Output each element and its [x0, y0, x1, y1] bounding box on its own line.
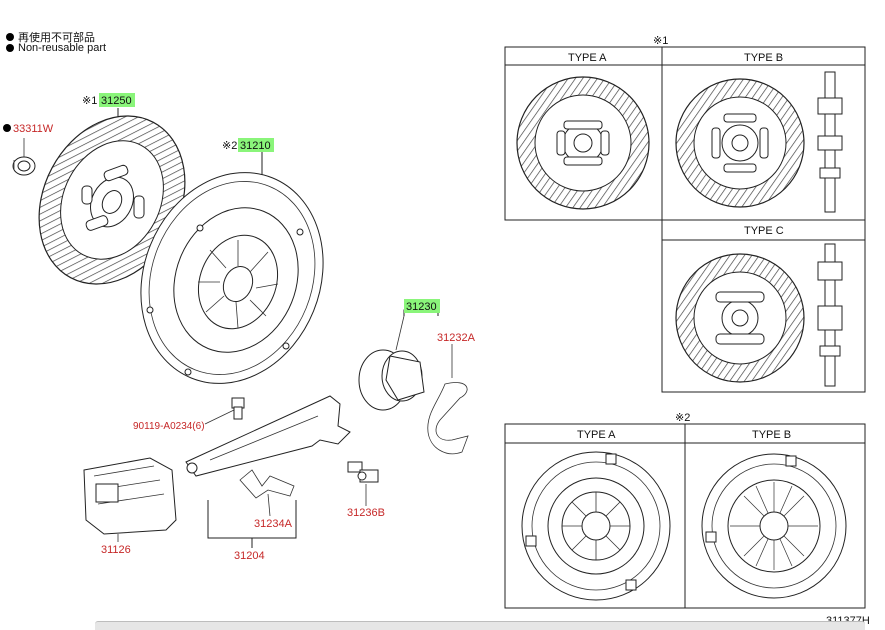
disc-type-c-illustration — [675, 243, 843, 387]
disc-type-c-label: TYPE C — [744, 225, 784, 237]
part-31210: 31210 — [240, 140, 271, 152]
cover-type-b-label: TYPE B — [752, 429, 791, 441]
part-33311w: 33311W — [13, 123, 54, 135]
part-31236b: 31236B — [347, 507, 385, 519]
pivot-31236b — [347, 461, 379, 506]
non-reusable-dot-icon — [6, 44, 14, 52]
part-31232a: 31232A — [437, 332, 476, 344]
disc-table-note: ※1 — [653, 35, 668, 47]
legend-en-text: Non-reusable part — [18, 42, 107, 54]
cover-table-note: ※2 — [675, 412, 690, 424]
cover-type-table — [504, 423, 866, 609]
release-fork-31204 — [185, 395, 351, 548]
part-31204: 31204 — [234, 550, 265, 562]
note2-mark: ※2 — [222, 140, 237, 152]
note1-mark: ※1 — [82, 95, 97, 107]
release-bearing-31230 — [358, 300, 439, 411]
part-31126: 31126 — [101, 544, 131, 556]
pilot-bearing-33311w — [3, 124, 36, 176]
highlight-31210 — [238, 138, 274, 152]
clutch-disc-31250 — [38, 108, 186, 285]
release-boot-31126 — [83, 457, 177, 542]
part-31250: 31250 — [101, 95, 132, 107]
hub-clip-31232a — [427, 344, 469, 455]
legend-jp: 再使用不可部品 — [6, 29, 95, 45]
part-31234a: 31234A — [254, 518, 293, 530]
clutch-cover-31210 — [140, 152, 324, 384]
non-reusable-dot-icon — [6, 33, 14, 41]
disc-type-b-illustration — [675, 71, 843, 213]
highlight-31230 — [404, 299, 440, 313]
fork-spring-31234a — [239, 469, 295, 517]
legend-en: Non-reusable part — [6, 42, 106, 54]
disc-type-b-label: TYPE B — [744, 52, 783, 64]
part-31230: 31230 — [406, 301, 437, 313]
disc-type-table — [504, 46, 866, 393]
disc-type-a-illustration — [516, 76, 650, 210]
bolt-90119 — [204, 397, 245, 425]
part-90119: 90119-A0234(6) — [133, 421, 205, 432]
legend-jp-text: 再使用不可部品 — [18, 32, 95, 44]
highlight-31250 — [99, 93, 135, 107]
cover-type-a-label: TYPE A — [577, 429, 616, 441]
cover-type-a-illustration — [521, 451, 671, 601]
horizontal-scrollbar[interactable] — [95, 621, 865, 630]
cover-type-b-illustration — [701, 453, 847, 599]
disc-type-a-label: TYPE A — [568, 52, 607, 64]
